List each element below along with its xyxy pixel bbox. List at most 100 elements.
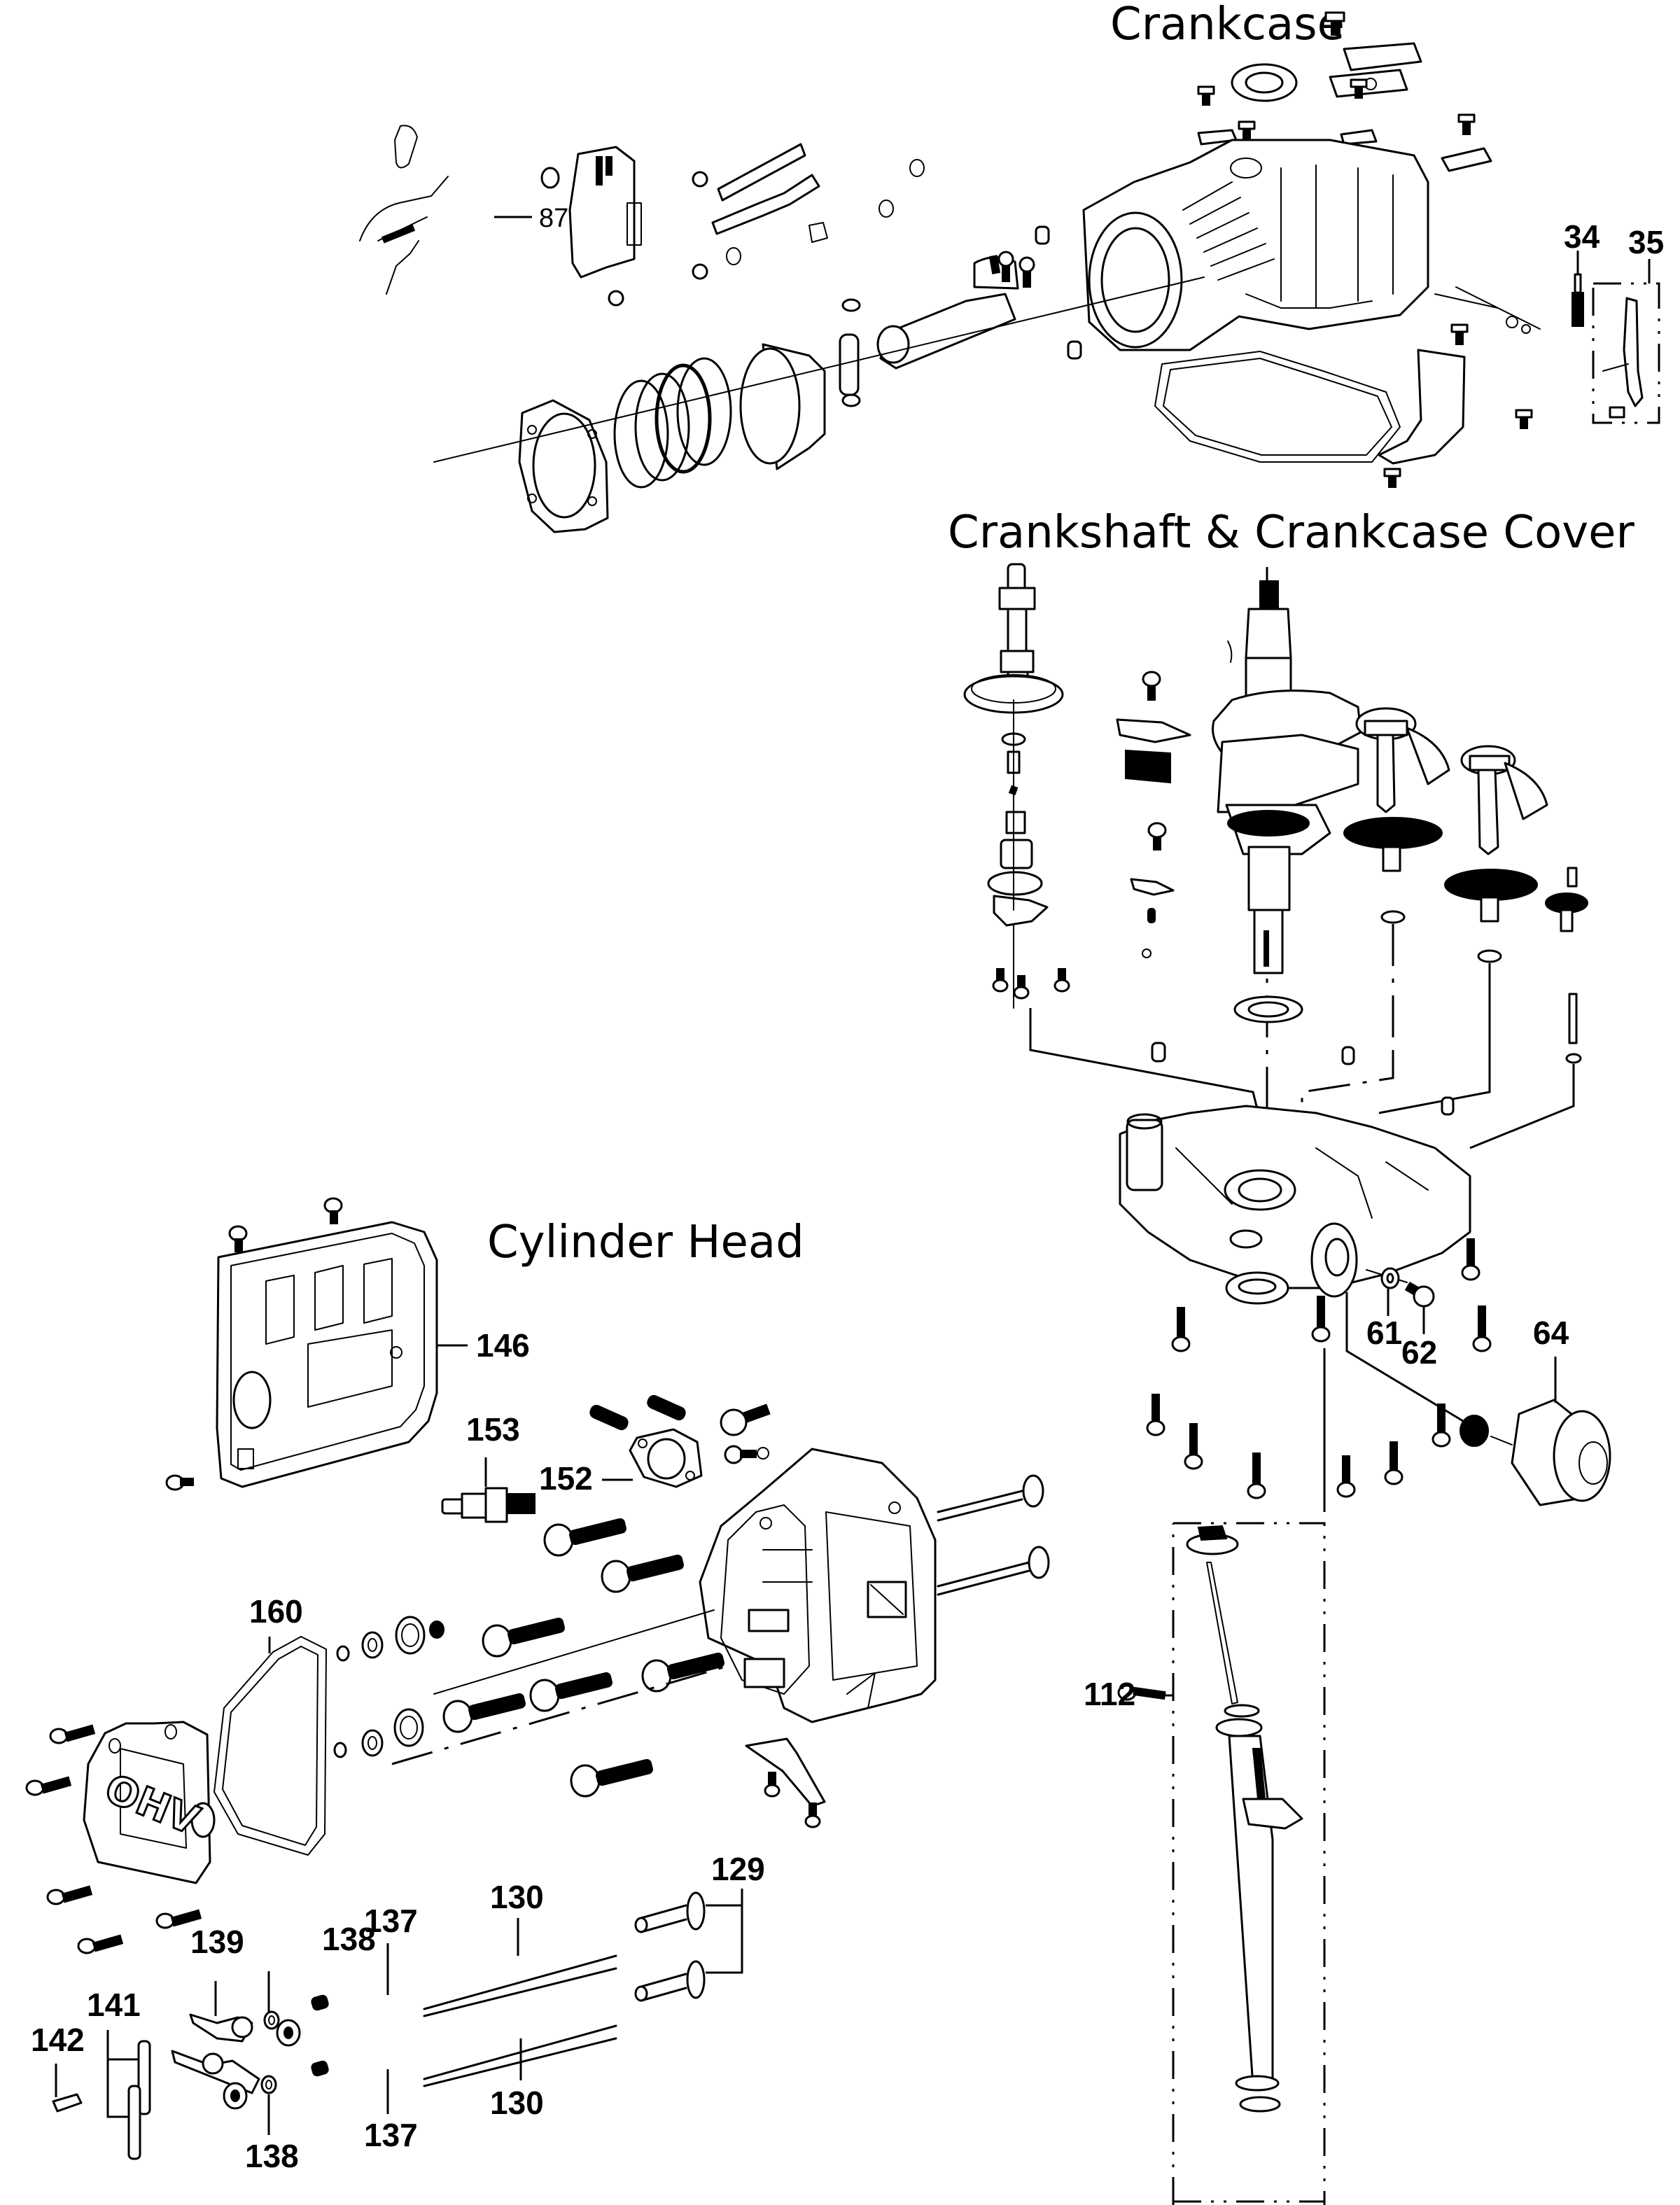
valve-stem-seal (429, 1620, 444, 1639)
intake-valve (937, 1546, 1050, 1596)
svg-text:61: 61 (1366, 1315, 1402, 1351)
head-bolt (601, 1554, 684, 1593)
valve-cover-bolt (77, 1934, 124, 1954)
callout-138-top: 138 (267, 1921, 376, 2012)
crankcase-cover (1119, 1105, 1471, 1298)
svg-text:34: 34 (1564, 218, 1600, 255)
bracket-bolt (692, 171, 708, 188)
shroud-bolt (228, 1225, 248, 1252)
rocker-shaft (137, 2040, 151, 2115)
dipstick-blade (1206, 1562, 1238, 1704)
crankcase-bolt (1515, 409, 1533, 429)
small-washer (757, 1447, 769, 1460)
valve-cover-bolt (155, 1909, 202, 1929)
callout-129: 129 (706, 1851, 765, 1974)
crankshaft-thrust-washer (1233, 995, 1303, 1023)
spark-plug (441, 1487, 536, 1523)
head-bolt (543, 1518, 626, 1557)
camshaft-a (1343, 707, 1450, 924)
oil-filter-adapter (1310, 1222, 1358, 1298)
crankcase-bolt (1238, 120, 1256, 141)
callout-137-bottom: 137 (364, 2069, 418, 2153)
valve-spring (395, 1616, 426, 1655)
bracket-right (1340, 129, 1378, 146)
camshaft-b (1444, 745, 1548, 963)
intake-stud (589, 1404, 629, 1431)
valve-cover-bolt (46, 1885, 93, 1905)
fuel-hose (711, 174, 820, 235)
hose-bolt (988, 255, 1001, 274)
bracket-bolt (540, 167, 560, 189)
cylinder-head-group: 146 153 152 (25, 1197, 1050, 2160)
breather-plate-middle (1116, 671, 1191, 958)
head-bolt (442, 1693, 526, 1733)
head-bolt (641, 1652, 724, 1693)
svg-text:146: 146 (476, 1327, 530, 1364)
valve-cover-bolt (49, 1724, 96, 1744)
valve-spring (393, 1708, 424, 1747)
rocker-nut (263, 2010, 280, 2030)
svg-text:160: 160 (249, 1593, 303, 1630)
governor-spring (1572, 273, 1584, 327)
valve-retainer (361, 1631, 384, 1659)
rocker-shaft (127, 2085, 141, 2160)
svg-text:64: 64 (1533, 1315, 1569, 1351)
cam-gear (1343, 817, 1443, 849)
choke-link-rod (359, 176, 449, 241)
cover-bolt (1171, 1307, 1191, 1352)
oil-slinger-gear (1545, 867, 1588, 1064)
oil-filter (1345, 1292, 1611, 1506)
svg-text:130: 130 (490, 2085, 544, 2121)
control-bracket (568, 146, 636, 279)
cover-bolt (1461, 1238, 1480, 1281)
valve-lifter (634, 1960, 706, 2002)
governor-bracket (1378, 349, 1466, 465)
bracket-far-right (1441, 147, 1492, 172)
svg-text:138: 138 (245, 2138, 299, 2174)
cover-bolt (1184, 1423, 1203, 1470)
crankcase-bolt (1197, 85, 1215, 106)
crankcase-oil-seal (1231, 63, 1298, 102)
cover-bolt (1432, 1404, 1451, 1448)
governor-arm (1623, 297, 1644, 407)
piston (739, 343, 826, 470)
callout-64: 64 (1533, 1315, 1569, 1403)
dipstick-tube (1228, 1735, 1274, 2087)
valve-cover-gasket (214, 1636, 327, 1856)
valve-keeper (336, 1645, 350, 1662)
valve-lifter (634, 1891, 706, 1933)
intake-stud (647, 1394, 686, 1421)
intake-gasket (629, 1428, 703, 1488)
callout-146: 146 (437, 1327, 530, 1364)
callout-160: 160 (249, 1593, 303, 1653)
cover-bolt (992, 968, 1009, 993)
drain-plug (1404, 1281, 1435, 1308)
intake-bolt (720, 1404, 771, 1436)
rocker-arm (171, 2050, 260, 2110)
rocker-nut (260, 2075, 277, 2094)
svg-text:35: 35 (1628, 224, 1664, 260)
bracket-bolt (608, 290, 624, 307)
push-rod (423, 1954, 617, 2017)
valve-cover: OHV (83, 1721, 216, 1884)
callout-152: 152 (539, 1460, 633, 1497)
rocker-adjuster (311, 2060, 329, 2077)
callout-62: 62 (1401, 1306, 1437, 1371)
crankcase-bolt (1450, 323, 1469, 345)
exhaust-deflector (745, 1737, 826, 1807)
hose-clamp (878, 200, 894, 218)
cover-bolt (1146, 1394, 1166, 1436)
shroud-bolt (165, 1474, 194, 1491)
governor-plate (993, 895, 1049, 927)
callout-137-top: 137 (364, 1903, 418, 1995)
valve-cover-bolt (25, 1776, 72, 1796)
crankshaft (1212, 567, 1362, 1281)
cover-bolt (1142, 671, 1161, 701)
fuel-hose (717, 143, 806, 202)
cover-bolt (1013, 975, 1030, 1000)
cover-bolt (1247, 1452, 1266, 1499)
svg-text:137: 137 (364, 1903, 418, 1939)
woodruff-key (1227, 640, 1233, 663)
cover-bolt (1054, 968, 1070, 993)
dowel-pin (1151, 1042, 1166, 1063)
